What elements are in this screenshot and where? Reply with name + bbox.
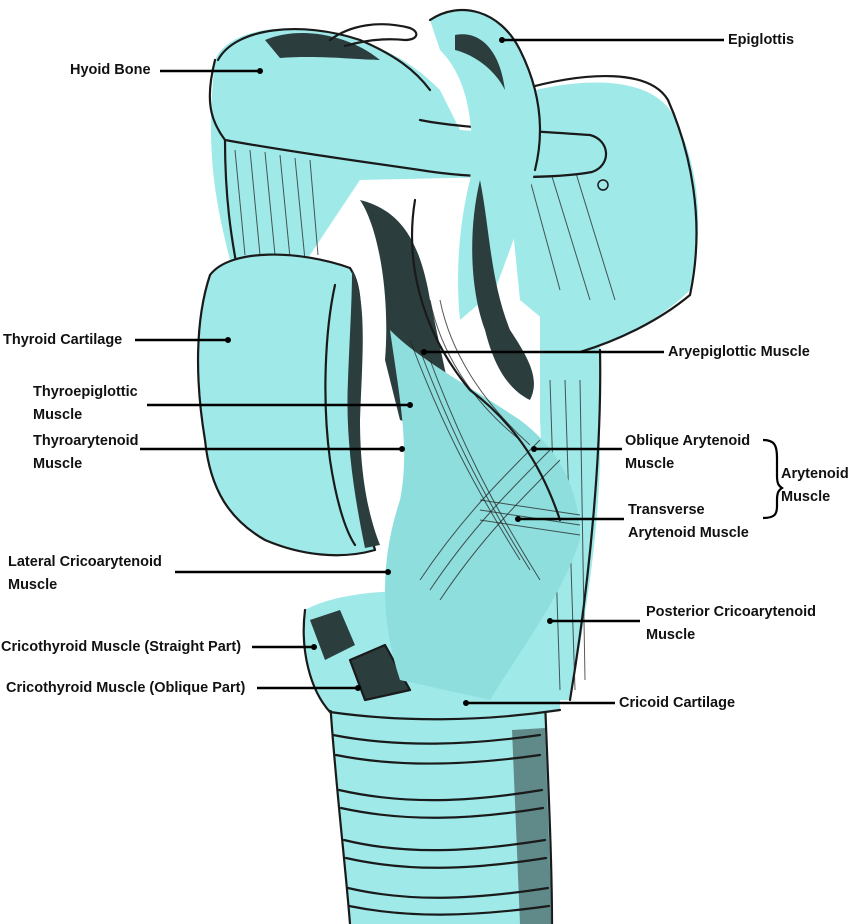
trachea: [328, 698, 554, 924]
label-aryepiglottic-muscle: Aryepiglottic Muscle: [668, 344, 810, 360]
arytenoid-brace: [762, 438, 784, 520]
intrinsic-muscles: [360, 198, 581, 700]
label-cricoid-cartilage: Cricoid Cartilage: [619, 695, 736, 711]
label-thyroid-cartilage: Thyroid Cartilage: [3, 332, 123, 348]
label-epiglottis: Epiglottis: [728, 32, 795, 48]
label-cricothyroid-straight: Cricothyroid Muscle (Straight Part): [1, 639, 242, 655]
label-cricothyroid-oblique: Cricothyroid Muscle (Oblique Part): [6, 680, 246, 696]
label-hyoid-bone: Hyoid Bone: [70, 62, 151, 78]
epiglottis-shape: [428, 8, 542, 400]
